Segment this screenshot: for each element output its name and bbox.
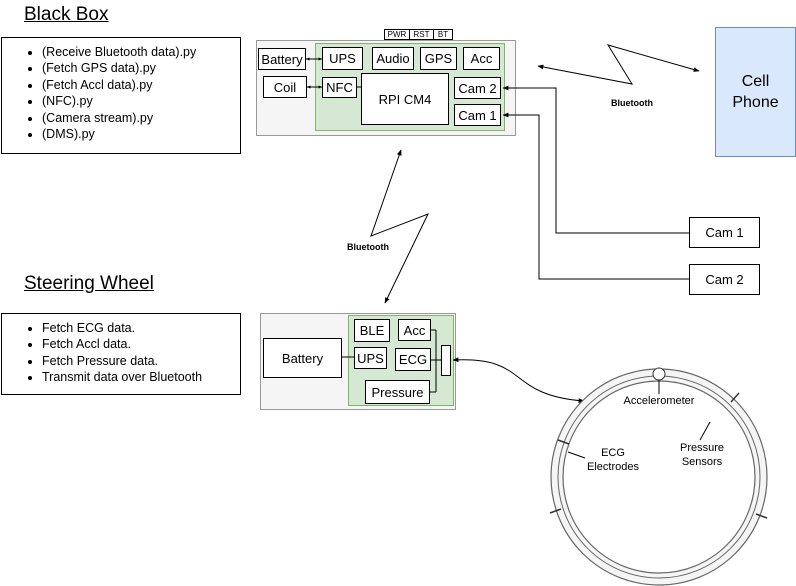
cell-phone-label-line1: Cell: [741, 73, 770, 90]
bluetooth-wheel-link: [370, 149, 430, 304]
pressure-sensors-line1: Pressure: [679, 442, 725, 454]
external-cam2: Cam 2: [689, 264, 760, 295]
accelerometer-label: Accelerometer: [623, 395, 695, 407]
bluetooth-label-wheel: Bluetooth: [347, 242, 389, 252]
cam2-cable: [502, 112, 689, 280]
list-item: Fetch Pressure data.: [42, 353, 240, 369]
ecg-electrodes-line2: Electrodes: [587, 461, 639, 473]
black-box-acc: Acc: [463, 47, 500, 70]
pressure-sensors-line2: Sensors: [681, 456, 723, 468]
black-box-heading: Black Box: [24, 4, 109, 25]
steering-wheel-ring-inner: [562, 380, 756, 574]
steering-wheel-acc: Acc: [398, 319, 431, 341]
cell-phone: Cell Phone: [715, 27, 796, 157]
cam1-cable: [502, 85, 689, 234]
list-item: Fetch Accl data.: [42, 336, 240, 352]
list-item: (Camera stream).py: [42, 110, 240, 126]
pressure-sensors-label: Pressure Sensors: [673, 441, 731, 469]
coil-block: Coil: [263, 76, 307, 98]
accelerometer-marker: [652, 367, 666, 381]
wheel-sensor-cable: [452, 357, 585, 403]
list-item: Fetch ECG data.: [42, 320, 240, 336]
list-item: Transmit data over Bluetooth: [42, 369, 240, 385]
audio-block: Audio: [372, 47, 414, 70]
steering-wheel-heading: Steering Wheel: [24, 273, 154, 294]
bluetooth-label-phone: Bluetooth: [611, 98, 653, 108]
steering-wheel-task-list: Fetch ECG data. Fetch Accl data. Fetch P…: [1, 313, 241, 395]
ecg-block: ECG: [395, 348, 431, 371]
ble-block: BLE: [354, 319, 390, 342]
external-cam1: Cam 1: [689, 217, 760, 248]
gps-block: GPS: [420, 47, 457, 70]
list-item: (NFC).py: [42, 93, 240, 109]
black-box-script-list: (Receive Bluetooth data).py (Fetch GPS d…: [1, 37, 241, 154]
nfc-block: NFC: [322, 77, 357, 98]
pressure-block: Pressure: [365, 380, 430, 404]
steering-wheel-ups: UPS: [354, 347, 387, 369]
steering-wheel-battery: Battery: [263, 338, 342, 378]
cam1-port: Cam 1: [454, 104, 501, 126]
ecg-electrodes-label: ECG Electrodes: [584, 446, 642, 474]
ecg-electrodes-line1: ECG: [601, 447, 625, 459]
cam2-port: Cam 2: [454, 77, 501, 99]
list-item: (Fetch GPS data).py: [42, 60, 240, 76]
list-item: (Fetch Accl data).py: [42, 77, 240, 93]
steering-wheel-connector: [441, 345, 451, 376]
bt-button: BT: [433, 29, 453, 40]
black-box-ups: UPS: [322, 47, 363, 70]
list-item: (Receive Bluetooth data).py: [42, 44, 240, 60]
black-box-battery: Battery: [258, 48, 306, 70]
list-item: (DMS).py: [42, 126, 240, 142]
bluetooth-phone-link: [537, 44, 700, 85]
rpi-cm4-block: RPI CM4: [361, 73, 449, 125]
cell-phone-label-line2: Phone: [732, 94, 779, 111]
